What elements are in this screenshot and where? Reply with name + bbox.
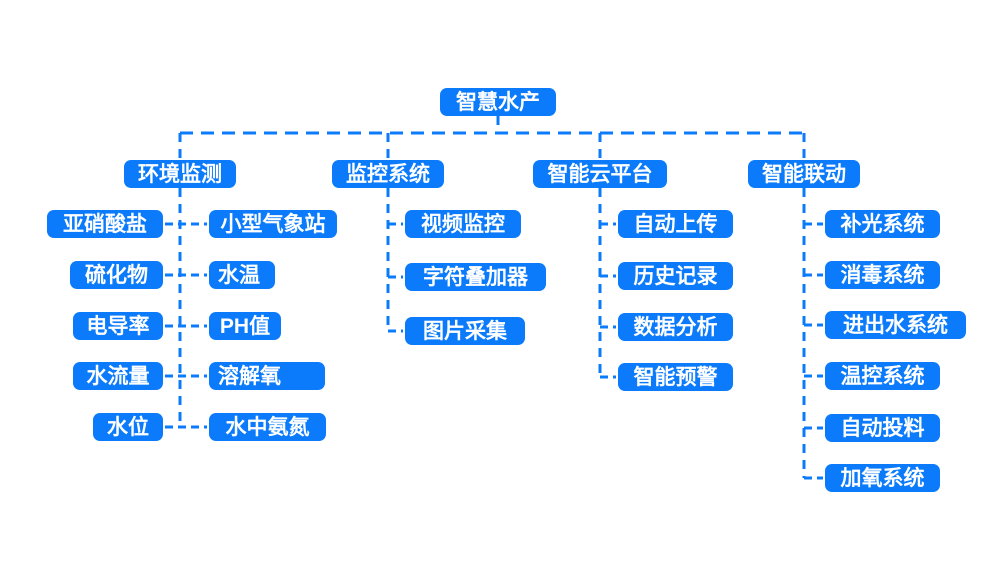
node-conductivity[interactable]: 电导率 [73,312,163,340]
node-surveillance-system[interactable]: 监控系统 [332,160,444,188]
node-history-records[interactable]: 历史记录 [618,262,733,290]
node-disinfection[interactable]: 消毒系统 [825,261,940,289]
node-light-supplement[interactable]: 补光系统 [825,210,940,238]
node-water-temp[interactable]: 水温 [209,261,275,289]
node-smart-cloud-platform[interactable]: 智能云平台 [533,160,667,188]
node-water-level[interactable]: 水位 [93,413,163,441]
node-data-analysis[interactable]: 数据分析 [618,313,733,341]
node-nitrite[interactable]: 亚硝酸盐 [47,210,163,238]
node-smart-warning[interactable]: 智能预警 [618,363,733,391]
node-smart-aquaculture[interactable]: 智慧水产 [440,88,556,116]
node-dissolved-oxygen[interactable]: 溶解氧 [209,362,325,390]
node-image-capture[interactable]: 图片采集 [405,317,525,345]
node-water-flow[interactable]: 水流量 [73,362,163,390]
node-auto-feeding[interactable]: 自动投料 [825,414,940,442]
node-smart-linkage[interactable]: 智能联动 [748,160,860,188]
node-sulfide[interactable]: 硫化物 [70,261,163,289]
node-env-monitoring[interactable]: 环境监测 [124,160,236,188]
node-water-inlet-outlet[interactable]: 进出水系统 [825,311,966,339]
node-video-monitoring[interactable]: 视频监控 [405,210,521,238]
node-ammonia-nitrogen[interactable]: 水中氨氮 [209,413,326,441]
node-temp-control[interactable]: 温控系统 [825,362,940,390]
node-ph-value[interactable]: PH值 [209,312,281,340]
node-weather-station[interactable]: 小型气象站 [209,210,337,238]
node-auto-upload[interactable]: 自动上传 [618,210,733,238]
node-character-overlay[interactable]: 字符叠加器 [405,263,546,291]
node-oxygenation[interactable]: 加氧系统 [825,464,940,492]
